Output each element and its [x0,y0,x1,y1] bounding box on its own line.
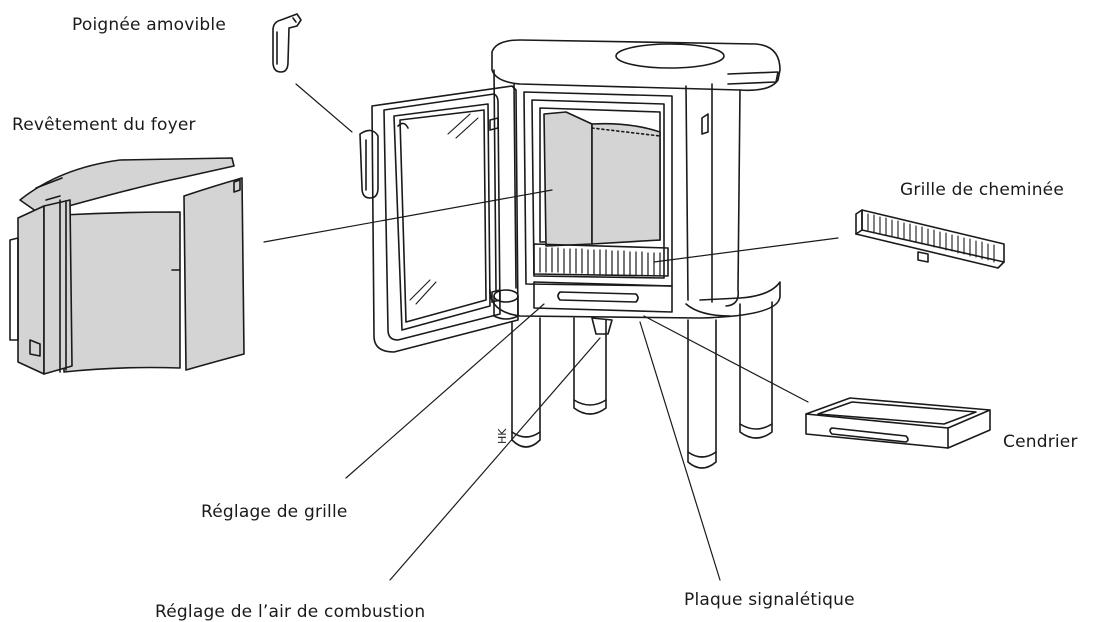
label-firebox-lining: Revêtement du foyer [12,115,196,135]
leader-cendrier [643,315,809,403]
stove-body [489,39,781,469]
firebox-lining-part [9,157,245,375]
label-rating-plate: Plaque signalétique [684,590,855,610]
leg-marking: HK [496,428,509,444]
label-ash-pan: Cendrier [1003,432,1078,452]
chimney-grate-part [855,209,1005,269]
leader-grille-cheminee [653,237,839,263]
removable-handle-part [272,13,302,73]
label-combustion-air-control: Réglage de l’air de combustion [155,602,426,622]
leader-air-combustion [389,337,601,581]
label-chimney-grate: Grille de cheminée [900,180,1065,200]
leader-reglage-grille [345,303,545,479]
label-grate-adjustment: Réglage de grille [201,502,348,522]
label-removable-handle: Poignée amovible [72,15,226,35]
leader-poignee [295,83,353,133]
leader-revetement [263,189,553,243]
leader-lines [263,83,839,581]
leader-plaque [639,321,721,581]
stove-door [359,85,519,353]
ash-pan-part [805,397,991,449]
